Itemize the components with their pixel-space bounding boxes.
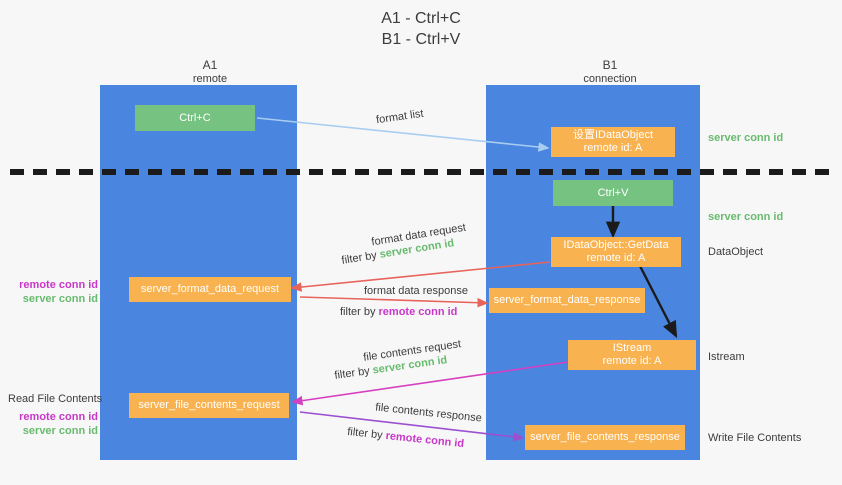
box-ctrl-v[interactable]: Ctrl+V	[553, 180, 673, 206]
box-istream-sub: remote id: A	[602, 355, 662, 367]
left-label-read-file-contents: Read File Contents	[8, 393, 103, 405]
diagram-title: A1 - Ctrl+C B1 - Ctrl+V	[0, 8, 842, 50]
box-server-file-contents-request[interactable]: server_file_contents_request	[129, 393, 289, 418]
column-a1-sub: remote	[192, 73, 228, 85]
filter-by-text-1: filter by	[340, 249, 378, 267]
column-b1-sub: connection	[583, 73, 637, 85]
box-idataobject-sub: remote id: A	[583, 142, 643, 154]
edge-label-format-list: format list	[375, 107, 425, 127]
right-label-istream: Istream	[708, 351, 745, 363]
box-ctrl-c[interactable]: Ctrl+C	[135, 105, 255, 131]
box-getdata-title: IDataObject::GetData	[563, 239, 669, 251]
box-getdata-sub: remote id: A	[586, 252, 646, 264]
box-ctrl-c-label: Ctrl+C	[179, 111, 211, 124]
right-label-server-conn-id-top: server conn id	[708, 132, 784, 144]
edge-label-format-data-response-filter: filter by remote conn id	[340, 305, 457, 319]
box-getdata[interactable]: IDataObject::GetData remote id: A	[551, 237, 681, 267]
left-remote-conn-id-2: remote conn id	[19, 411, 98, 423]
left-server-conn-id-2: server conn id	[22, 425, 98, 437]
box-istream[interactable]: IStream remote id: A	[568, 340, 696, 370]
box-server-format-data-request[interactable]: server_format_data_request	[129, 277, 291, 302]
left-remote-conn-id-1: remote conn id	[19, 279, 98, 291]
left-label-conn-ids-2: remote conn id server conn id	[6, 410, 98, 438]
remote-conn-id-text-1: remote conn id	[378, 306, 458, 318]
box-idataobject-title: 设置IDataObject	[572, 129, 654, 141]
filter-by-text-4: filter by	[346, 425, 384, 442]
box-server-file-contents-request-label: server_file_contents_request	[138, 399, 280, 411]
column-header-a1: A1 remote	[120, 58, 300, 86]
title-line-2: B1 - Ctrl+V	[381, 31, 461, 48]
edge-label-file-contents-response: file contents response	[374, 401, 483, 425]
box-server-format-data-response[interactable]: server_format_data_response	[489, 288, 645, 313]
edge-label-file-contents-response-filter: filter by remote conn id	[347, 425, 465, 451]
box-istream-title: IStream	[612, 342, 652, 354]
left-server-conn-id-1: server conn id	[22, 293, 98, 305]
column-b1-name: B1	[602, 58, 618, 72]
box-idataobject[interactable]: 设置IDataObject remote id: A	[551, 127, 675, 157]
edge-label-format-data-response: format data response	[364, 285, 468, 297]
right-label-write-file-contents: Write File Contents	[708, 432, 802, 444]
right-label-dataobject: DataObject	[708, 246, 764, 258]
box-server-file-contents-response[interactable]: server_file_contents_response	[525, 425, 685, 450]
box-ctrl-v-label: Ctrl+V	[597, 186, 629, 199]
filter-by-text-2: filter by	[340, 306, 376, 318]
column-a1-name: A1	[202, 58, 218, 72]
box-server-format-data-request-label: server_format_data_request	[140, 283, 280, 295]
column-header-b1: B1 connection	[520, 58, 700, 86]
left-label-conn-ids-1: remote conn id server conn id	[6, 278, 98, 306]
remote-conn-id-text-2: remote conn id	[385, 429, 465, 451]
box-server-format-data-response-label: server_format_data_response	[493, 294, 641, 306]
box-server-file-contents-response-label: server_file_contents_response	[530, 431, 680, 443]
filter-by-text-3: filter by	[333, 365, 371, 382]
right-label-server-conn-id-mid: server conn id	[708, 211, 784, 223]
title-line-1: A1 - Ctrl+C	[381, 10, 461, 27]
